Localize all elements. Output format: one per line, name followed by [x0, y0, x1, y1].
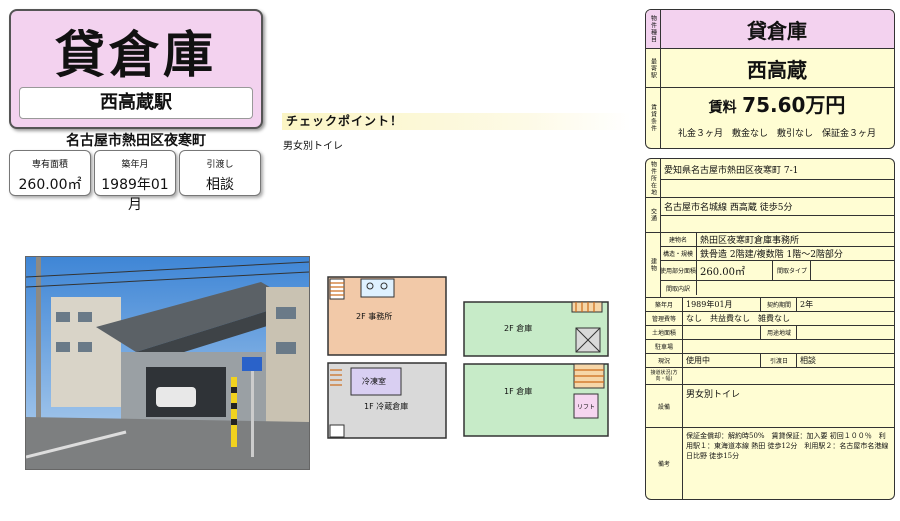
- built-value: 1989年01月: [686, 298, 761, 311]
- detail-label: 備考: [646, 428, 683, 499]
- row-built: 築年月 1989年01月 契約期間 2年: [646, 298, 894, 312]
- detail-label: 駐車場: [646, 340, 683, 353]
- room-label: 冷凍室: [362, 377, 386, 386]
- property-type-title: 貸倉庫: [55, 25, 217, 84]
- summary-type: 貸倉庫: [747, 18, 807, 43]
- info-label: 築年月: [121, 160, 149, 170]
- structure-row: 構造・規模 鉄骨造 2階建/複数階 1階～2階部分: [660, 247, 894, 261]
- row-parking: 駐車場: [646, 340, 894, 354]
- rent-terms: 礼金３ヶ月 敷金なし 敷引なし 保証金３ヶ月: [677, 129, 876, 139]
- detail-label: 物件所在地: [646, 159, 661, 197]
- summary-row-conditions: 賃貸条件 賃料 75.60万円 礼金３ヶ月 敷金なし 敷引なし 保証金３ヶ月: [646, 88, 894, 148]
- building-photo: [25, 256, 310, 470]
- info-label: 専有面積: [31, 160, 68, 170]
- detail-label: 間取タイプ: [774, 261, 811, 280]
- row-equipment: 設備 男女別トイレ: [646, 385, 894, 428]
- equipment-value: 男女別トイレ: [686, 390, 741, 400]
- info-value: 1989年01月: [101, 177, 169, 213]
- info-value: 260.00㎡: [18, 177, 82, 193]
- location-value: 愛知県名古屋市熱田区夜寒町 7-1: [664, 165, 799, 176]
- building-name: 熱田区夜寒町倉庫事務所: [700, 236, 800, 246]
- room-label: 1F 冷蔵倉庫: [364, 402, 409, 411]
- detail-label: 現況: [646, 354, 683, 367]
- divider: [660, 215, 894, 216]
- station-name: 西高蔵駅: [19, 87, 253, 119]
- row-location: 物件所在地 愛知県名古屋市熱田区夜寒町 7-1: [646, 159, 894, 198]
- area-row: 使用部分面積 260.00㎡ 間取タイプ: [660, 261, 894, 281]
- detail-label: 建物: [646, 233, 661, 297]
- area-value: 260.00㎡: [700, 261, 773, 280]
- detail-label: 契約期間: [762, 298, 797, 311]
- divider: [660, 179, 894, 180]
- layout-detail-row: 間取内訳: [660, 281, 894, 295]
- row-road: 接道状況(方向・幅): [646, 368, 894, 385]
- detail-label: 用途地域: [762, 326, 797, 339]
- mgmt-value: なし 共益費なし 雑費なし: [686, 314, 790, 323]
- summary-row-station: 最寄駅 西高蔵: [646, 49, 894, 88]
- row-transport: 交通 名古屋市名城線 西高蔵 徒歩5分: [646, 198, 894, 233]
- detail-label: 築年月: [646, 298, 683, 311]
- detail-label: 土地面積: [646, 326, 683, 339]
- detail-label: 使用部分面積: [660, 261, 697, 280]
- summary-label: 賃貸条件: [646, 88, 661, 148]
- summary-row-type: 物件種目 貸倉庫: [646, 10, 894, 49]
- room-label: 1F 倉庫: [504, 387, 533, 396]
- row-building: 建物 建物名 熱田区夜寒町倉庫事務所 構造・規模 鉄骨造 2階建/複数階 1階～…: [646, 233, 894, 298]
- info-card-area: 専有面積 260.00㎡: [9, 150, 91, 196]
- checkpoint-text: 男女別トイレ: [283, 141, 343, 152]
- row-notes: 備考 保証金償却：解約時50% 賃貸保証：加入要 初回１００％ 利用駅１：東海道…: [646, 428, 894, 499]
- info-card-handover: 引渡し 相談: [179, 150, 261, 196]
- status-value: 使用中: [686, 354, 761, 367]
- detail-label: 構造・規模: [660, 247, 697, 260]
- rent: 賃料 75.60万円: [660, 89, 894, 118]
- detail-label: 設備: [646, 385, 683, 427]
- row-status: 現況 使用中 引渡日 相談: [646, 354, 894, 368]
- detail-label: 交通: [646, 198, 661, 232]
- info-card-built: 築年月 1989年01月: [94, 150, 176, 213]
- checkpoint-title: チェックポイント！: [282, 113, 631, 130]
- room-label: リフト: [577, 404, 596, 411]
- floorplan-office: 2F 事務所 冷凍室 1F 冷蔵倉庫: [326, 275, 448, 440]
- detail-label: 引渡日: [762, 354, 797, 367]
- summary-label: 物件種目: [646, 10, 661, 48]
- rent-value: 75.60万円: [742, 93, 846, 117]
- title-card: 貸倉庫 西高蔵駅: [9, 9, 263, 129]
- building-name-row: 建物名 熱田区夜寒町倉庫事務所: [660, 233, 894, 247]
- row-mgmt: 管理費等 なし 共益費なし 雑費なし: [646, 312, 894, 326]
- contract-value: 2年: [800, 300, 814, 309]
- notes-value: 保証金償却：解約時50% 賃貸保証：加入要 初回１００％ 利用駅１：東海道本線 …: [686, 432, 889, 460]
- summary-label: 最寄駅: [646, 49, 661, 87]
- detail-label: 管理費等: [646, 312, 683, 325]
- room-label: 2F 事務所: [356, 312, 393, 321]
- detail-label: 接道状況(方向・幅): [646, 368, 683, 384]
- room-label: 2F 倉庫: [504, 324, 533, 333]
- detail-panel: 物件所在地 愛知県名古屋市熱田区夜寒町 7-1 交通 名古屋市名城線 西高蔵 徒…: [645, 158, 895, 500]
- floorplan-warehouse: 2F 倉庫 1F 倉庫 リフト: [462, 300, 610, 440]
- row-land: 土地面積 用途地域: [646, 326, 894, 340]
- transport-value: 名古屋市名城線 西高蔵 徒歩5分: [664, 203, 793, 213]
- detail-label: 間取内訳: [660, 281, 697, 295]
- detail-label: 建物名: [660, 233, 697, 246]
- info-value: 相談: [206, 177, 234, 193]
- handover-value: 相談: [800, 356, 816, 365]
- info-label: 引渡し: [206, 160, 234, 170]
- address: 名古屋市熱田区夜寒町: [66, 133, 206, 149]
- summary-station: 西高蔵: [747, 57, 807, 82]
- structure: 鉄骨造 2階建/複数階 1階～2階部分: [700, 250, 843, 260]
- land-value: [686, 326, 761, 339]
- summary-panel: 物件種目 貸倉庫 最寄駅 西高蔵 賃貸条件 賃料 75.60万円 礼金３ヶ月 敷…: [645, 9, 895, 149]
- rent-prefix: 賃料: [708, 100, 737, 116]
